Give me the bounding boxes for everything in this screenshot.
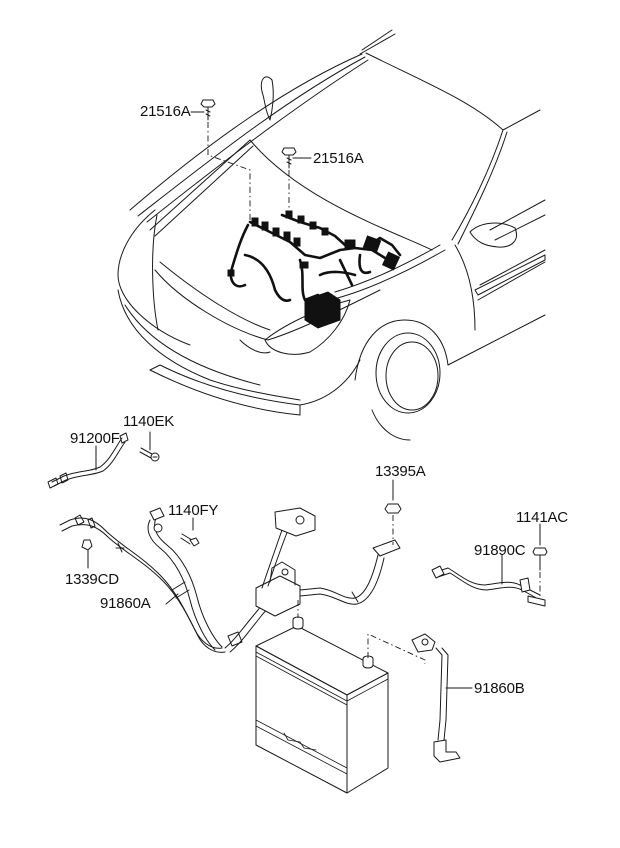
label-91860b: 91860B bbox=[474, 680, 525, 697]
cable-91860a bbox=[59, 507, 401, 653]
screw-1140ek bbox=[139, 431, 160, 462]
label-91200f: 91200F bbox=[70, 430, 120, 447]
battery bbox=[255, 600, 426, 794]
label-1141ac: 1141AC bbox=[516, 509, 568, 526]
label-91860a: 91860A bbox=[100, 595, 151, 612]
label-21516a-left: 21516A bbox=[140, 103, 191, 120]
cable-91890c bbox=[431, 554, 546, 607]
label-1140fy: 1140FY bbox=[168, 502, 219, 519]
nut-13395a bbox=[384, 479, 402, 545]
bolt-1141ac bbox=[532, 523, 548, 598]
cable-91200f bbox=[47, 432, 129, 489]
label-91890c: 91890C bbox=[474, 542, 526, 559]
cable-91860b bbox=[411, 633, 473, 763]
label-21516a-right: 21516A bbox=[313, 150, 364, 167]
label-13395a: 13395A bbox=[375, 463, 426, 480]
bolt-1140fy bbox=[180, 517, 200, 547]
bolt-21516a-right bbox=[281, 147, 312, 212]
bolt-21516a-left bbox=[190, 99, 251, 222]
engine-wiring-harness bbox=[227, 210, 402, 329]
label-1339cd: 1339CD bbox=[65, 571, 119, 588]
label-1140ek: 1140EK bbox=[123, 413, 175, 430]
car-outline bbox=[117, 29, 546, 441]
